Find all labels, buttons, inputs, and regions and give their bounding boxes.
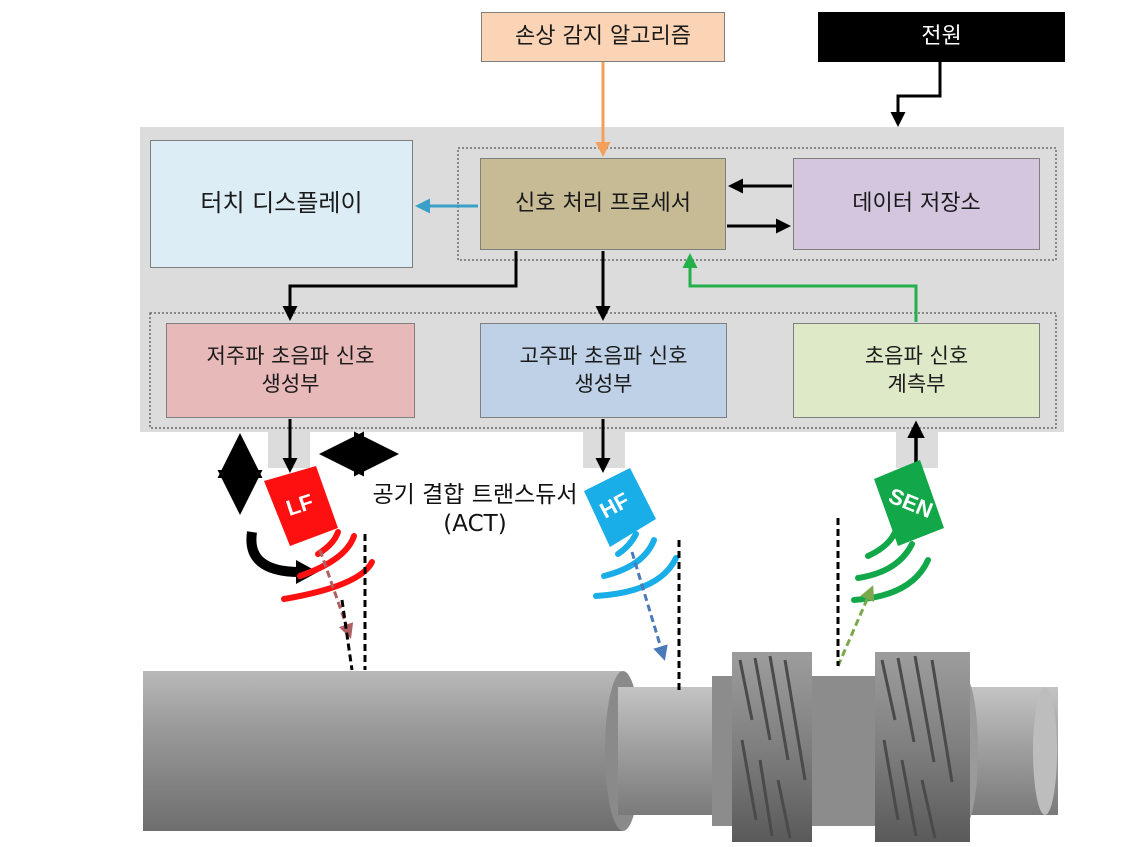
hf-transducer bbox=[584, 468, 681, 690]
lf-rotate-icon bbox=[246, 531, 301, 577]
power-box: 전원 bbox=[818, 12, 1065, 62]
touch-display-box: 터치 디스플레이 bbox=[150, 140, 413, 268]
signal-processor-box: 신호 처리 프로세서 bbox=[480, 158, 726, 250]
touch-display-label: 터치 디스플레이 bbox=[200, 189, 363, 218]
power-arrow bbox=[890, 62, 942, 127]
proc-to-lf-arrow bbox=[282, 251, 518, 321]
measurement-label: 초음파 신호 계측부 bbox=[864, 344, 969, 396]
measurement-box: 초음파 신호 계측부 bbox=[793, 323, 1040, 418]
shaft bbox=[143, 652, 1058, 842]
signal-processor-label: 신호 처리 프로세서 bbox=[515, 190, 691, 216]
damage-detection-algorithm-label: 손상 감지 알고리즘 bbox=[515, 23, 691, 49]
gear-2 bbox=[875, 652, 970, 842]
hf-generator-box: 고주파 초음파 신호 생성부 bbox=[480, 323, 727, 418]
data-storage-box: 데이터 저장소 bbox=[793, 158, 1040, 250]
sen-transducer bbox=[836, 460, 944, 667]
processor-group-outline bbox=[457, 147, 1057, 261]
hf-generator-label: 고주파 초음파 신호 생성부 bbox=[519, 344, 688, 396]
lf-generator-box: 저주파 초음파 신호 생성부 bbox=[166, 323, 415, 418]
power-label: 전원 bbox=[921, 23, 962, 49]
data-storage-label: 데이터 저장소 bbox=[852, 190, 981, 216]
damage-detection-algorithm-box: 손상 감지 알고리즘 bbox=[481, 12, 725, 62]
lf-generator-label: 저주파 초음파 신호 생성부 bbox=[206, 344, 375, 396]
air-coupled-transducer-label: 공기 결합 트랜스듀서 (ACT) bbox=[372, 482, 578, 537]
lf-transducer bbox=[264, 466, 375, 671]
meas-to-proc-arrow bbox=[682, 253, 918, 322]
